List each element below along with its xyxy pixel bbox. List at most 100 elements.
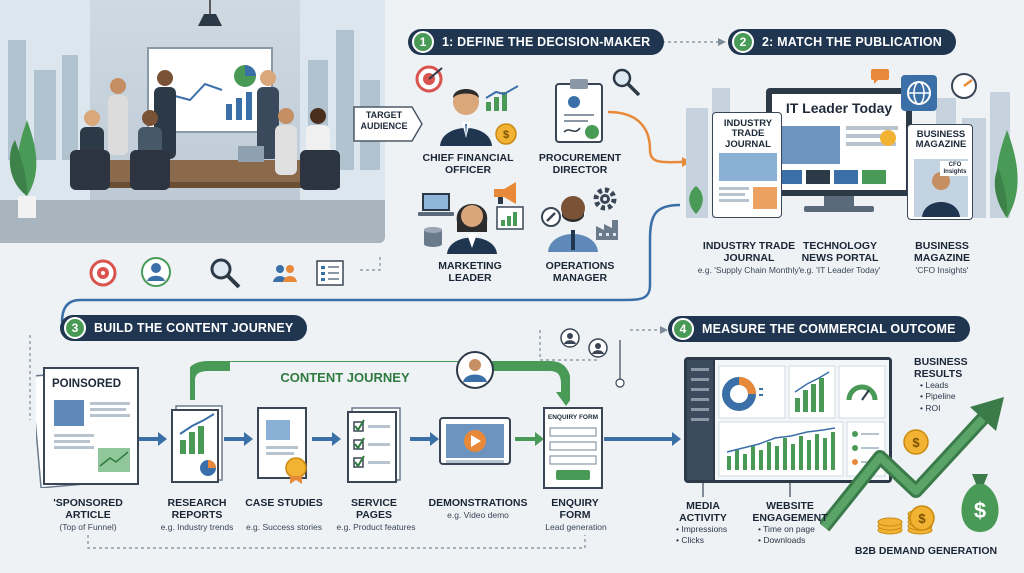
target-icon bbox=[414, 64, 444, 94]
enquiry-form-doc: ENQUIRY FORM bbox=[542, 406, 604, 490]
chart-card-icon bbox=[496, 206, 524, 230]
analytics-dashboard bbox=[683, 356, 893, 484]
website-bullet: • Time on page bbox=[758, 524, 815, 534]
pub-journal-label: INDUSTRY TRADE JOURNAL bbox=[702, 240, 796, 265]
money-bag-icon: $ bbox=[954, 466, 1006, 534]
pub-magazine-label: BUSINESS MAGAZINE bbox=[914, 240, 970, 265]
user-profile-icon bbox=[140, 256, 172, 288]
demonstration-video-icon bbox=[438, 416, 512, 470]
media-bullet: • Clicks bbox=[676, 535, 705, 546]
step-3-number: 3 bbox=[64, 317, 86, 339]
b2b-demand-footer: B2B DEMAND GENERATION bbox=[854, 545, 998, 557]
journey-service-example: e.g. Product features bbox=[336, 522, 416, 532]
journey-reports-label: RESEARCH REPORTS bbox=[167, 497, 227, 522]
meeting-room-illustration bbox=[0, 0, 385, 243]
media-bullet: • Impressions bbox=[676, 524, 728, 534]
group-icon bbox=[272, 262, 298, 284]
journal-cover-title: INDUSTRY TRADE JOURNAL bbox=[723, 118, 773, 150]
journey-demo-label: DEMONSTRATIONS bbox=[428, 497, 528, 509]
svg-text:$: $ bbox=[974, 498, 986, 523]
factory-icon bbox=[594, 216, 624, 242]
laptop-icon bbox=[418, 192, 454, 218]
pub-portal-label: TECHNOLOGY NEWS PORTAL bbox=[801, 240, 879, 265]
business-results-bullets: • Leads • Pipeline • ROI bbox=[920, 380, 956, 414]
growth-chart-icon bbox=[484, 84, 522, 112]
business-magazine-cover: BUSINESS MAGAZINE CFO Insights bbox=[907, 124, 973, 220]
step-3-label: BUILD THE CONTENT JOURNEY bbox=[94, 321, 294, 335]
step-3-pill: 3 BUILD THE CONTENT JOURNEY bbox=[60, 315, 308, 341]
step-4-pill: 4 MEASURE THE COMMERCIAL OUTCOME bbox=[668, 316, 970, 342]
megaphone-icon bbox=[492, 180, 522, 206]
svg-text:$: $ bbox=[912, 435, 920, 450]
gear-icon bbox=[592, 186, 618, 212]
gauge-icon bbox=[950, 72, 978, 100]
magazine-badge: CFO Insights bbox=[940, 161, 970, 177]
media-activity-label: MEDIA ACTIVITY bbox=[679, 500, 727, 525]
step-1-number: 1 bbox=[412, 31, 434, 53]
step-4-number: 4 bbox=[672, 318, 694, 340]
growth-arrow bbox=[820, 395, 1010, 535]
journey-article-example: (Top of Funnel) bbox=[59, 522, 117, 532]
coin-icon: $ bbox=[908, 504, 936, 532]
journey-user-avatar bbox=[455, 350, 495, 390]
role-operations-label: OPERATIONS MANAGER bbox=[545, 260, 615, 285]
content-journey-banner: CONTENT JOURNEY bbox=[190, 360, 570, 408]
database-icon bbox=[422, 226, 444, 248]
article-cover-title: POINSORED bbox=[52, 378, 122, 390]
journey-demo-example: e.g. Video demo bbox=[447, 510, 509, 520]
document-list-icon bbox=[316, 260, 344, 286]
chat-bubble-icon bbox=[870, 68, 890, 84]
pub-portal-example: e.g. 'IT Leader Today' bbox=[799, 265, 881, 275]
portal-title: IT Leader Today bbox=[785, 100, 893, 116]
magazine-cover-title: BUSINESS MAGAZINE bbox=[915, 129, 967, 151]
research-reports-doc bbox=[170, 404, 224, 484]
journey-enquiry-example: Lead generation bbox=[545, 522, 607, 532]
step-2-pill: 2 2: MATCH THE PUBLICATION bbox=[728, 29, 957, 55]
operations-manager-avatar bbox=[544, 186, 602, 252]
tech-portal-monitor: IT Leader Today bbox=[764, 86, 914, 214]
journey-service-label: SERVICE PAGES bbox=[351, 497, 397, 522]
globe-icon bbox=[900, 74, 938, 112]
step-2-number: 2 bbox=[732, 31, 754, 53]
journey-article-label: 'SPONSORED ARTICLE bbox=[53, 497, 123, 522]
user-icon bbox=[588, 338, 608, 358]
service-pages-doc bbox=[346, 406, 402, 484]
magnifier-icon bbox=[208, 256, 242, 290]
role-procurement-label: PROCUREMENT DIRECTOR bbox=[538, 152, 622, 177]
website-bullet: • Downloads bbox=[758, 535, 806, 546]
step-2-label: 2: MATCH THE PUBLICATION bbox=[762, 35, 943, 49]
target-audience-sign: TARGET AUDIENCE bbox=[352, 104, 424, 144]
coin-icon: $ bbox=[902, 428, 930, 456]
enquiry-form-title: ENQUIRY FORM bbox=[547, 414, 599, 421]
website-engagement-label: WEBSITE ENGAGEMENT bbox=[752, 500, 828, 525]
wrench-icon bbox=[540, 206, 562, 228]
trade-journal-cover: INDUSTRY TRADE JOURNAL bbox=[712, 112, 782, 218]
case-studies-doc bbox=[256, 406, 312, 486]
results-bullet: • ROI bbox=[920, 402, 941, 413]
plant-icon bbox=[684, 184, 708, 216]
svg-text:$: $ bbox=[503, 129, 509, 141]
step-4-label: MEASURE THE COMMERCIAL OUTCOME bbox=[702, 322, 956, 336]
marketing-leader-avatar bbox=[443, 192, 501, 254]
content-journey-text: CONTENT JOURNEY bbox=[280, 370, 410, 385]
magnifier-icon bbox=[610, 66, 642, 98]
cfo-avatar bbox=[436, 80, 496, 146]
pub-journal-example: e.g. 'Supply Chain Monthly' bbox=[697, 265, 801, 275]
sponsored-article-doc: POINSORED bbox=[36, 362, 142, 488]
coin-icon: $ bbox=[495, 123, 517, 145]
clipboard-icon bbox=[554, 78, 604, 144]
website-engagement-bullets: • Time on page • Downloads bbox=[758, 524, 815, 547]
step-1-label: 1: DEFINE THE DECISION-MAKER bbox=[442, 35, 651, 49]
target-icon bbox=[88, 258, 118, 288]
step-1-pill: 1 1: DEFINE THE DECISION-MAKER bbox=[408, 29, 665, 55]
journey-reports-example: e.g. Industry trends bbox=[160, 522, 234, 532]
results-bullet: • Pipeline bbox=[920, 391, 956, 402]
user-icon bbox=[560, 328, 580, 348]
target-audience-text: TARGET AUDIENCE bbox=[360, 110, 408, 131]
role-cfo-label: CHIEF FINANCIAL OFFICER bbox=[422, 152, 514, 177]
media-activity-bullets: • Impressions • Clicks bbox=[676, 524, 727, 547]
plant-icon bbox=[990, 120, 1024, 220]
svg-text:$: $ bbox=[918, 511, 926, 526]
role-marketing-label: MARKETING LEADER bbox=[438, 260, 502, 285]
journey-cases-example: e.g. Success stories bbox=[245, 522, 323, 532]
